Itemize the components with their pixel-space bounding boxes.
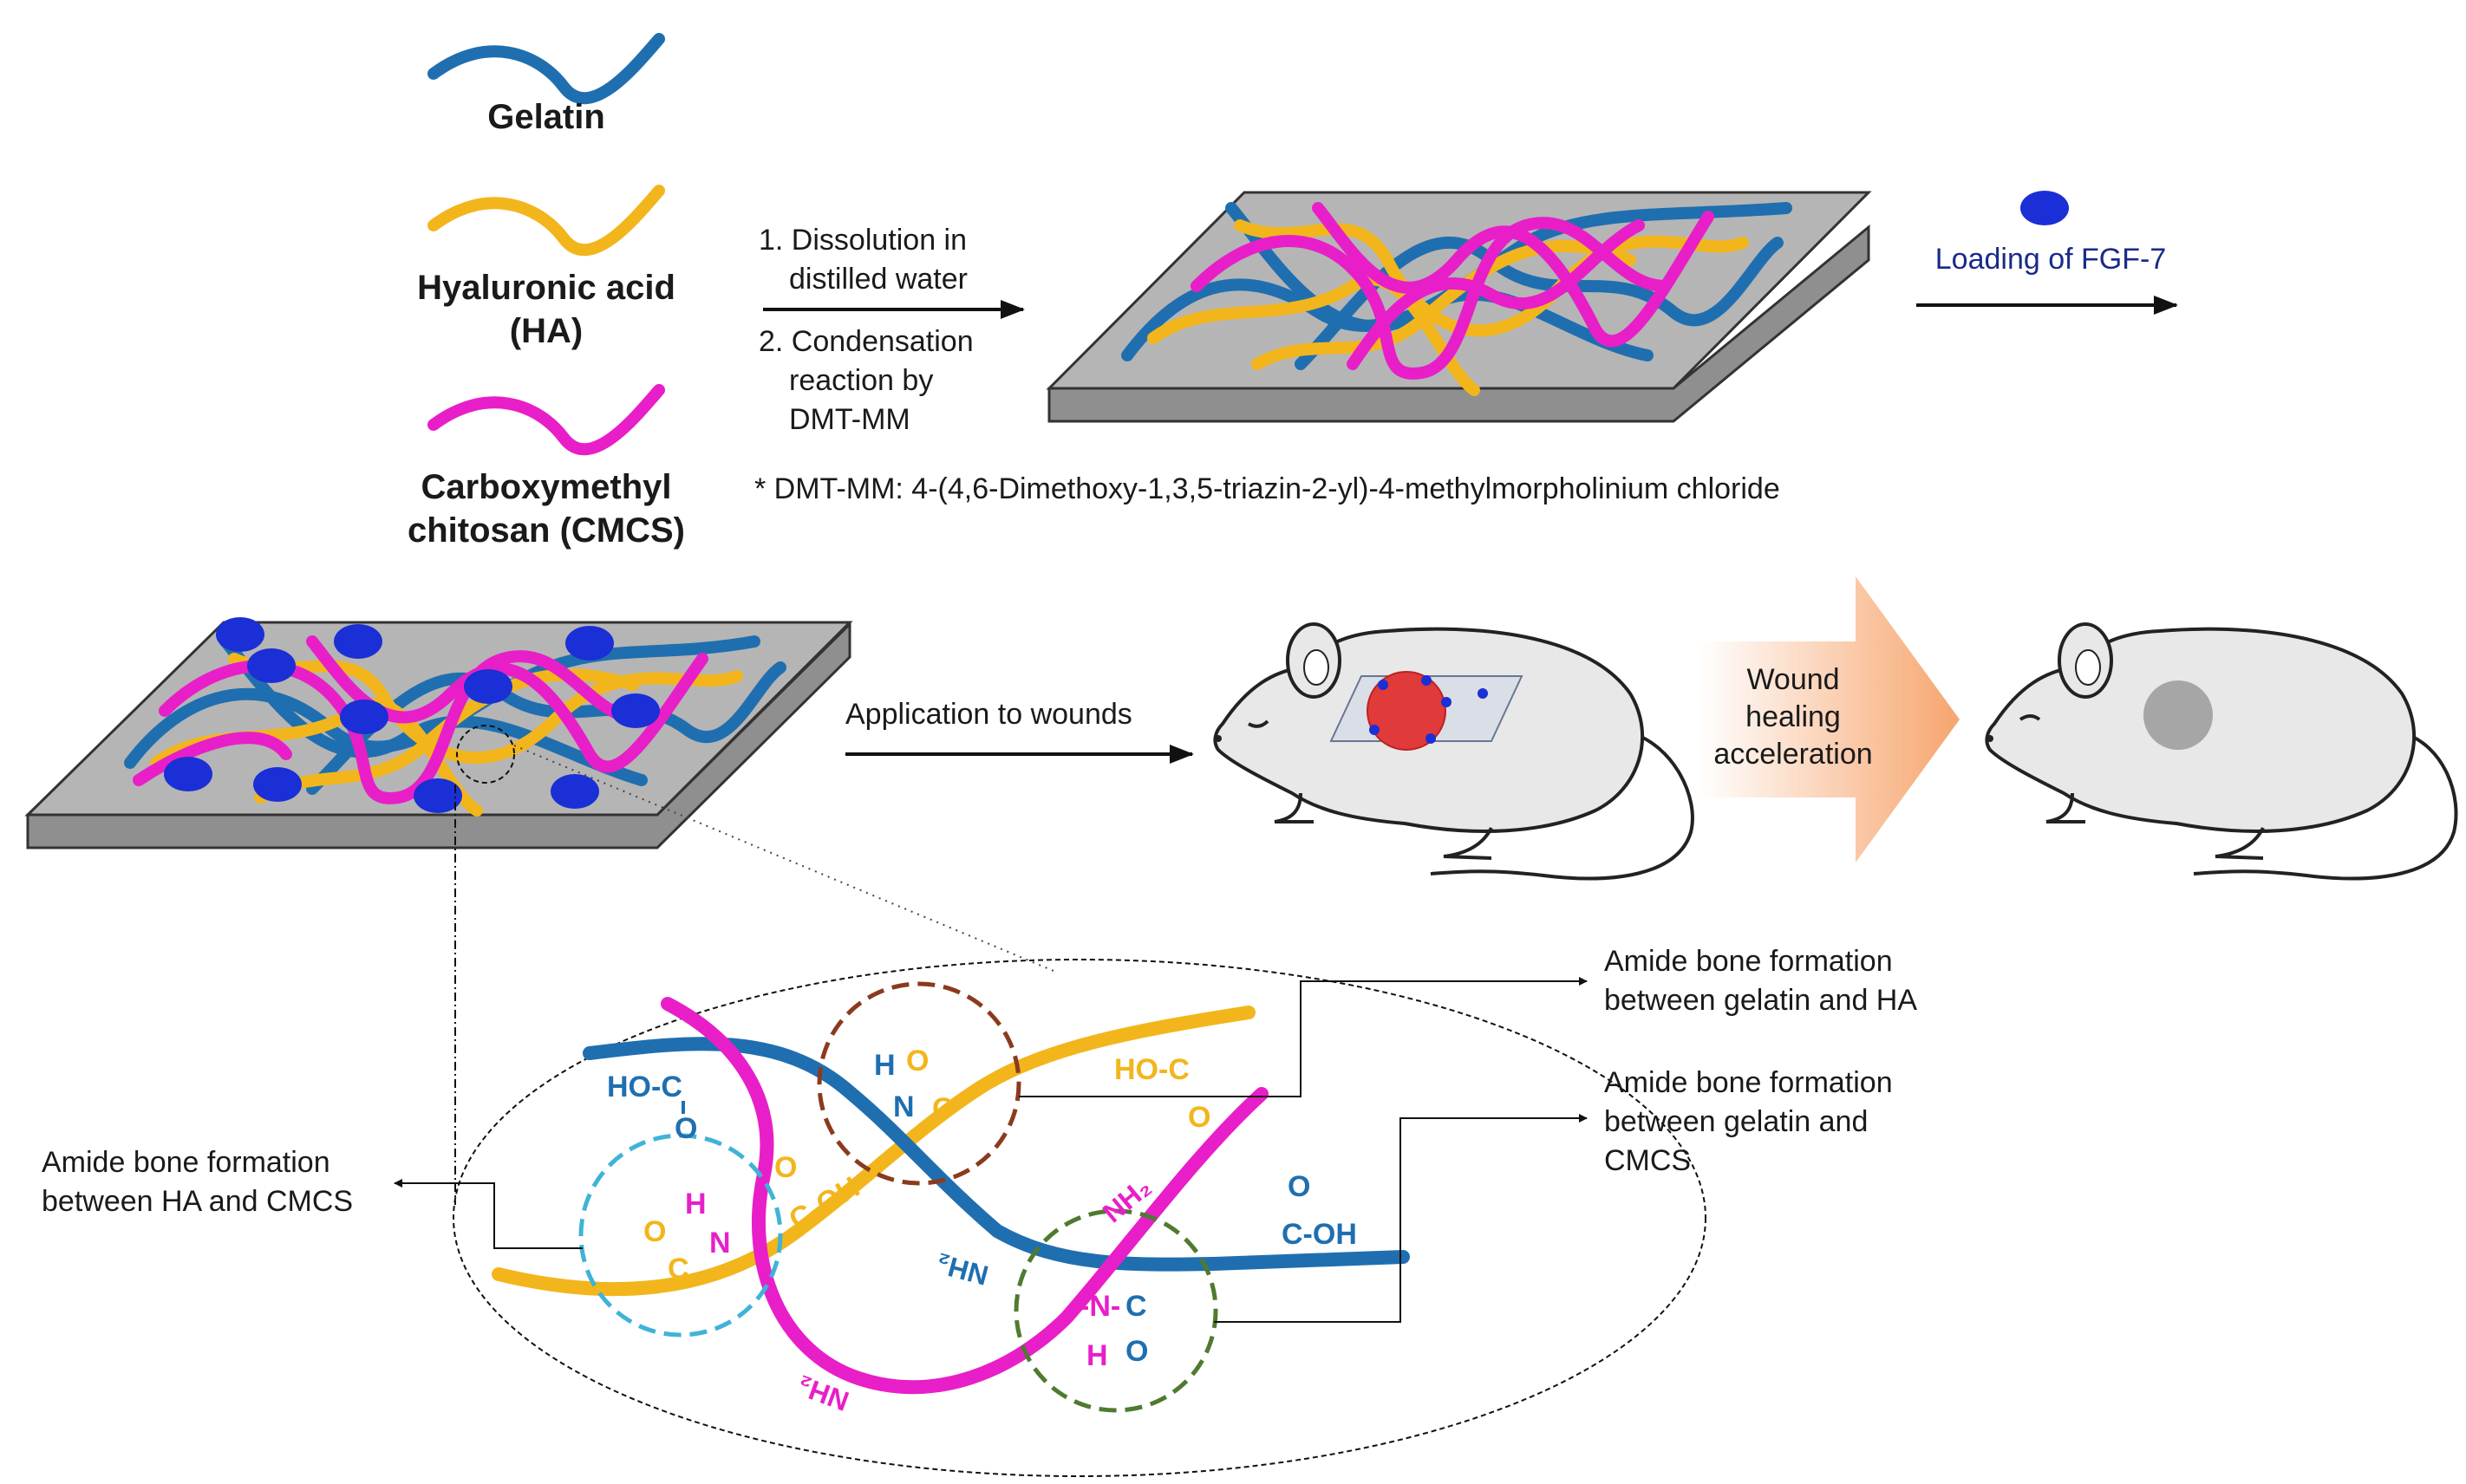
step1-line5: DMT-MM [789,403,910,436]
cmcs-amide-h-left: H [685,1188,707,1220]
cmcs-strand-icon [427,384,665,456]
ha-cmcs-bond-circle [578,1133,783,1338]
healing-label-line1: Wound [1746,663,1839,696]
gelatin-ha-bond-circle [817,981,1021,1186]
callout-ha-cmcs-line2: between HA and CMCS [42,1185,353,1218]
step1-line2: distilled water [789,263,968,296]
mouse2-front-leg [2045,792,2085,823]
mouse2-back-leg [2215,827,2265,860]
gelatin-cmcs-bond-circle [1014,1208,1218,1413]
cmcs-amide-h-right: H [1086,1339,1108,1372]
fgf7-loaded-sheet [24,617,853,849]
mouse1-eye [1247,719,1269,728]
gelatin-nh2-label: NH₂ [933,1247,992,1291]
gelatin-cooh-right-o: O [1288,1170,1310,1203]
ha-cooh-mid-o: O [774,1151,797,1184]
mouse1-ear-inner [1303,649,1329,686]
loaded-strands [124,635,786,817]
mouse2-healed-wound [2143,680,2213,750]
mouse2-tail [2193,731,2458,881]
mouse1-wound [1367,671,1446,751]
callout-line-ha-cmcs [394,1179,583,1249]
synthesis-step: 1. Dissolution in distilled water 2. Con… [754,224,1780,505]
legend-gelatin-label: Gelatin [487,98,605,136]
step1-line4: reaction by [789,364,933,397]
fgf7-dot-icon [2020,191,2069,225]
gelatin-cooh-right-label: C-OH [1282,1218,1357,1251]
mouse1-front-leg [1274,792,1314,823]
mouse2-ear-inner [2075,649,2101,686]
callouts: Amide bone formation between gelatin and… [42,945,1917,1323]
callout-gel-ha-line2: between gelatin and HA [1604,984,1917,1017]
gelatin-strand-detail [583,1037,1410,1272]
callout-gel-ha-line1: Amide bone formation [1604,945,1893,978]
callout-gel-cmcs-line3: CMCS [1604,1144,1691,1177]
gelatin-amide-o-right: O [1125,1335,1148,1368]
ha-cooh-right-label: HO-C [1114,1053,1190,1086]
mouse1-fgf7-dots [1369,675,1488,744]
healing-arrow: Wound healing acceleration [1699,576,1960,862]
gelatin-strand-icon [427,33,665,105]
callout-line-gel-ha [1019,977,1588,1097]
step1-line1: 1. Dissolution in [759,224,967,257]
fgf7-dots [164,617,660,813]
mouse2-eye [2019,714,2041,721]
legend-ha-label-line1: Hyaluronic acid [417,269,675,307]
hydrogel-strands [1121,202,1792,396]
legend-cmcs-label-line1: Carboxymethyl [421,468,672,506]
legend-cmcs-label-line2: chitosan (CMCS) [408,511,685,550]
healing-arrow-shape [1699,576,1960,862]
callout-gel-cmcs-line1: Amide bone formation [1604,1066,1893,1099]
mouse1-back-leg [1443,827,1493,860]
ha-amide-c-left: C [668,1253,689,1285]
zoom-origin-circle [456,725,515,784]
mouse1-tail [1430,731,1694,881]
ha-cooh-right-o: O [1188,1101,1210,1134]
callout-line-gel-cmcs [1214,1114,1588,1323]
mouse2-nose [1986,735,1993,742]
mouse-healed [1985,622,2458,881]
fgf7-loading-label: Loading of FGF-7 [1935,243,2166,276]
application-step: Application to wounds [845,698,1194,764]
gelatin-cooh-left-label: HO-C [607,1071,682,1103]
application-label: Application to wounds [845,698,1132,731]
molecular-detail: HO-C O H N C O NH₂ O C-OH HO-C O O C-OH … [453,959,1706,1477]
mouse1-nose [1215,735,1222,742]
step1-line3: 2. Condensation [759,325,974,358]
ha-amide-o-left: O [643,1215,666,1248]
cmcs-strand-detail [661,997,1269,1395]
ha-strand-icon [427,185,665,257]
callout-gel-cmcs-line2: between gelatin and [1604,1105,1868,1138]
cmcs-amide-n-right: -N- [1080,1290,1120,1323]
fgf7-loading: Loading of FGF-7 [1916,191,2178,315]
ha-amide-o: O [906,1045,929,1077]
dmt-mm-footnote: * DMT-MM: 4-(4,6-Dimethoxy-1,3,5-triazin… [754,472,1780,505]
healing-label-line2: healing [1745,700,1841,733]
callout-ha-cmcs-line1: Amide bone formation [42,1146,330,1179]
zoom-ellipse [453,959,1706,1477]
healing-label-line3: acceleration [1713,738,1872,771]
gelatin-cooh-left-oxygen: O [675,1112,697,1145]
legend-ha-label-line2: (HA) [510,312,583,350]
legend: Gelatin Hyaluronic acid (HA) Carboxymeth… [408,33,685,550]
ha-amide-c: C [932,1092,954,1125]
zoom-guide-right [513,745,1054,972]
gelatin-amide-h: H [874,1049,896,1082]
cmcs-amide-n-left: N [709,1227,731,1259]
ha-strand-detail [492,1006,1256,1297]
mouse-with-wound [1213,622,1694,881]
gelatin-amide-c-right: C [1125,1290,1147,1323]
gelatin-amide-n: N [893,1090,915,1123]
hydrogel-sheet [1046,191,1872,423]
